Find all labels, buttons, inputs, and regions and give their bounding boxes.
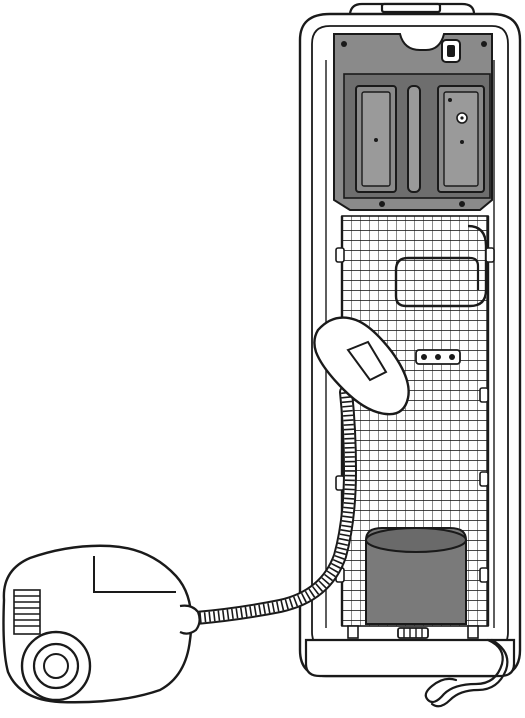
vacuum-vent-grille-icon <box>13 589 41 635</box>
vacuum-wheel-icon <box>20 630 92 702</box>
power-cord-icon <box>424 638 509 708</box>
compressor-icon <box>365 527 467 625</box>
vacuum-cleaner-icon <box>2 544 201 704</box>
vacuum-nozzle-icon <box>313 316 410 416</box>
dispenser-base <box>304 638 516 678</box>
water-dispenser-rear-icon <box>298 2 522 678</box>
refrigerant-tube <box>394 224 488 308</box>
vacuum-hose-icon <box>189 316 410 625</box>
